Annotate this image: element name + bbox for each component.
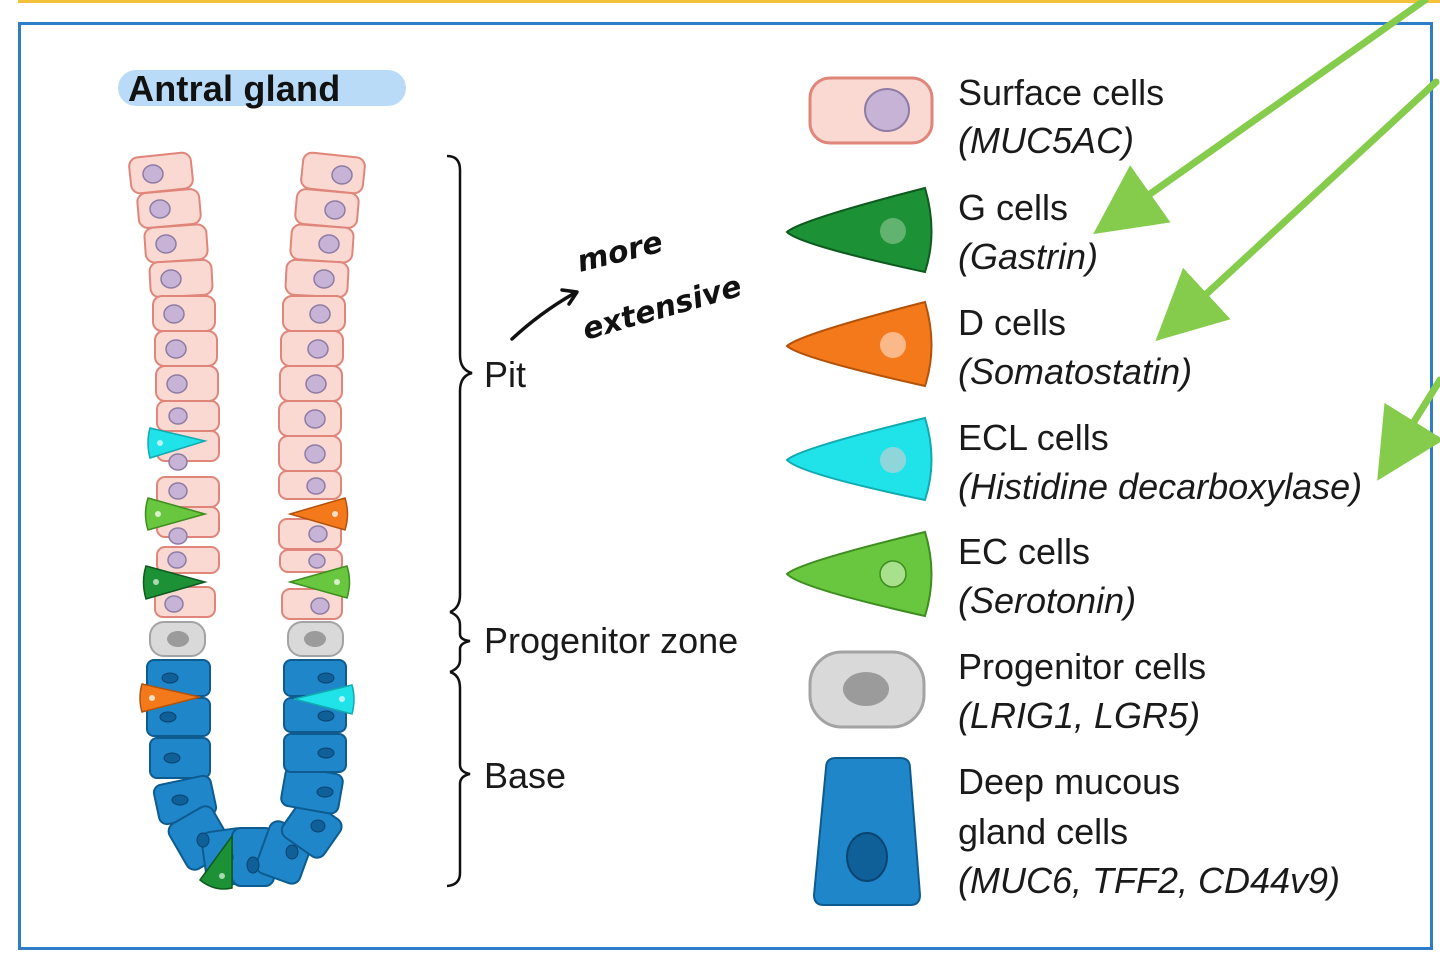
pointer-to-d-cells — [1155, 78, 1440, 341]
annotation-line-1: more — [573, 225, 666, 280]
surface-cell — [278, 518, 342, 550]
surface-cell — [278, 470, 342, 500]
legend-swatch-progenitor — [808, 650, 926, 729]
surface-cell — [154, 330, 218, 367]
ec-cell — [144, 497, 208, 531]
figure-frame — [18, 22, 1433, 950]
zone-label-progenitor: Progenitor zone — [484, 620, 739, 661]
diagram-title: Antral gland — [128, 68, 341, 109]
surface-cell — [278, 400, 342, 437]
gland-left-wall — [128, 151, 220, 618]
ecl-cell — [293, 684, 355, 715]
legend-swatch-surface — [808, 76, 934, 145]
surface-cell — [284, 258, 350, 299]
legend-swatch-g-cells — [785, 186, 933, 274]
surface-cell — [156, 476, 220, 508]
legend-marker-deep-mucous: (MUC6, TFF2, CD44v9) — [958, 860, 1341, 901]
ecl-cell — [147, 427, 208, 459]
legend-name-progenitor: Progenitor cells — [958, 646, 1207, 687]
surface-cell — [143, 223, 209, 264]
surface-cell — [148, 258, 214, 299]
progenitor-brace — [449, 610, 471, 674]
annotation-line-2: extensive — [579, 269, 746, 348]
ec-cell — [287, 565, 351, 599]
surface-cell — [282, 295, 346, 332]
legend-swatch-d-cells — [785, 300, 933, 388]
zone-braces — [446, 154, 473, 888]
legend-swatch-ecl-cells — [785, 416, 933, 502]
legend-marker-ecl-cells: (Histidine decarboxylase) — [958, 466, 1363, 507]
surface-cell — [279, 549, 343, 573]
legend-marker-ec-cells: (Serotonin) — [958, 580, 1137, 621]
pointer-to-g-cells — [1093, 0, 1429, 235]
progenitor-cell — [149, 621, 206, 657]
legend-name-deep-mucous: Deep mucous — [958, 761, 1181, 802]
deep-mucous-cell — [283, 733, 347, 773]
surface-cell — [300, 151, 366, 195]
legend-name-d-cells: D cells — [958, 302, 1067, 343]
handwritten-annotation: more extensive — [510, 225, 746, 348]
legend-marker-surface: (MUC5AC) — [958, 120, 1134, 161]
legend-name-deep-mucous-line2: gland cells — [958, 811, 1129, 852]
surface-cell — [294, 188, 360, 229]
legend-name-ecl-cells: ECL cells — [958, 417, 1109, 458]
surface-cell — [155, 365, 219, 402]
zone-label-base: Base — [484, 755, 567, 796]
legend-marker-g-cells: (Gastrin) — [958, 236, 1099, 277]
pit-brace — [446, 154, 473, 614]
legend-swatch-ec-cells — [785, 530, 933, 618]
surface-cell — [279, 365, 343, 402]
pointer-to-ecl-cells — [1377, 376, 1440, 481]
legend-swatch-deep-mucous — [812, 757, 922, 906]
progenitor-cell — [287, 621, 344, 657]
legend-marker-d-cells: (Somatostatin) — [958, 351, 1193, 392]
surface-cell — [278, 435, 342, 472]
surface-cell — [136, 188, 202, 229]
surface-cell — [152, 295, 216, 332]
legend-marker-progenitor: (LRIG1, LGR5) — [958, 695, 1201, 736]
gland-right-wall — [278, 151, 366, 620]
surface-cell — [280, 330, 344, 367]
green-pointer-arrows — [1093, 0, 1440, 481]
title-highlight — [118, 70, 406, 106]
g-cell — [142, 565, 208, 600]
surface-cell — [289, 223, 355, 264]
surface-cell — [156, 400, 220, 432]
surface-cell — [156, 546, 220, 574]
surface-cell — [154, 586, 216, 618]
legend-name-g-cells: G cells — [958, 187, 1069, 228]
d-cell — [287, 497, 349, 531]
top-divider — [18, 0, 1440, 3]
g-cell — [198, 833, 233, 890]
annotation-arrow — [510, 292, 575, 341]
legend-name-surface: Surface cells — [958, 72, 1165, 113]
surface-cell — [281, 588, 343, 620]
base-brace — [446, 670, 471, 888]
zone-label-pit: Pit — [484, 354, 527, 395]
d-cell — [139, 683, 201, 713]
legend-name-ec-cells: EC cells — [958, 531, 1091, 572]
surface-cell — [128, 151, 194, 195]
